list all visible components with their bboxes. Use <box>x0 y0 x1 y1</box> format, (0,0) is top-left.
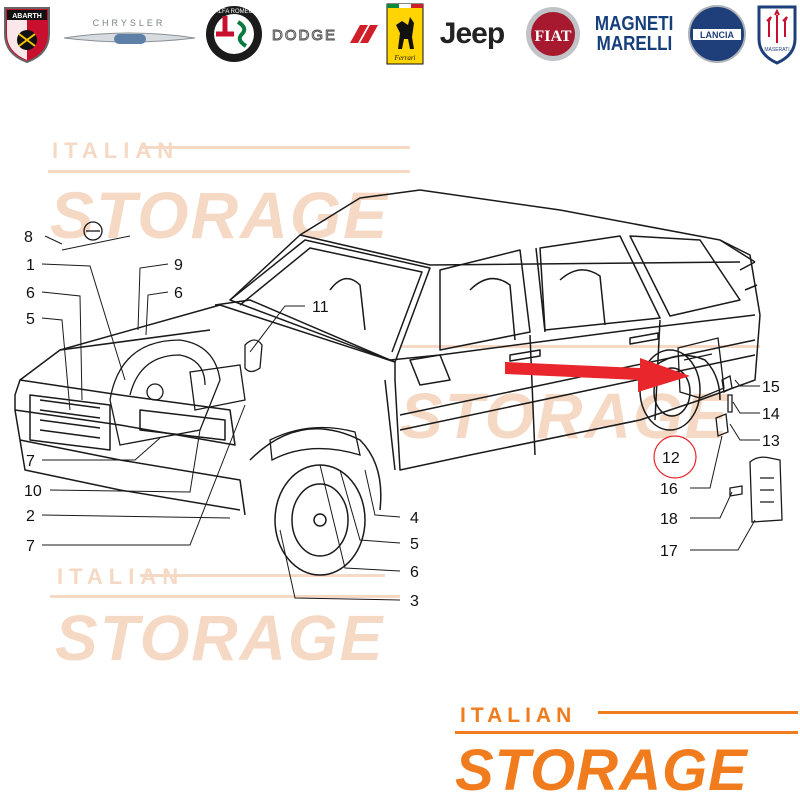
fiat-wordmark: FIAT <box>534 28 571 45</box>
callout-5a: 5 <box>26 311 35 328</box>
callout-7a: 7 <box>26 453 35 470</box>
highlight-circle <box>653 435 697 479</box>
callout-3: 3 <box>410 593 419 610</box>
watermark-top: ITALIAN STORAGE <box>48 138 410 252</box>
alfa-romeo-logo: ALFA ROMEO <box>203 4 265 64</box>
abarth-wordmark: ABARTH <box>12 13 42 20</box>
callout-4: 4 <box>410 510 419 527</box>
rear-mudflap-parts <box>677 337 783 523</box>
callout-numbers: 8 1 6 5 9 6 11 7 10 2 7 4 5 6 3 15 14 13… <box>24 229 780 610</box>
callout-16: 16 <box>660 481 678 498</box>
chrysler-logo: CHRYSLER <box>62 4 197 64</box>
watermark-bottom: ITALIAN STORAGE <box>50 564 400 674</box>
callout-15: 15 <box>762 379 780 396</box>
magneti-wordmark: MAGNETI <box>594 13 674 35</box>
brand-logo-bar: ABARTH CHRYSLER ALFA ROMEO DODGE <box>0 0 800 70</box>
parts-diagram: ITALIAN STORAGE STORAGE ITALIAN STORAGE <box>14 138 783 674</box>
ferrari-logo: Ferrari <box>385 3 425 65</box>
callout-7b: 7 <box>26 538 35 555</box>
marelli-wordmark: MARELLI <box>596 33 672 55</box>
callout-14: 14 <box>762 406 780 423</box>
callout-6c: 6 <box>410 564 419 581</box>
callout-1: 1 <box>26 257 35 274</box>
callout-6a: 6 <box>26 285 35 302</box>
watermark-bottom-line2: STORAGE <box>55 602 385 674</box>
footer-logo-line2: STORAGE <box>455 738 749 800</box>
dodge-logo: DODGE <box>270 4 380 64</box>
callout-5b: 5 <box>410 536 419 553</box>
abarth-logo: ABARTH <box>0 4 54 64</box>
watermark-top-line2: STORAGE <box>50 178 389 252</box>
watermark-top-line1: ITALIAN <box>52 138 179 163</box>
dodge-wordmark: DODGE <box>272 27 337 44</box>
callout-13: 13 <box>762 433 780 450</box>
callout-6b: 6 <box>174 285 183 302</box>
callout-8: 8 <box>24 229 33 246</box>
callout-17: 17 <box>660 543 678 560</box>
alfa-romeo-wordmark: ALFA ROMEO <box>215 9 254 15</box>
maserati-logo: MASERATI <box>754 4 800 65</box>
ferrari-wordmark: Ferrari <box>394 54 416 62</box>
jeep-logo: Jeep <box>439 17 505 50</box>
callout-18: 18 <box>660 511 678 528</box>
leader-lines <box>41 235 760 601</box>
lancia-logo: LANCIA <box>686 4 748 64</box>
callout-2: 2 <box>26 508 35 525</box>
callout-12: 12 <box>662 450 680 467</box>
footer-logo-line1: ITALIAN <box>460 704 576 727</box>
chrysler-wordmark: CHRYSLER <box>93 18 166 28</box>
italian-storage-logo: ITALIAN STORAGE <box>455 704 798 800</box>
fiat-logo: FIAT <box>524 4 582 64</box>
callout-11: 11 <box>312 299 329 316</box>
callout-10: 10 <box>24 483 42 500</box>
callout-9: 9 <box>174 257 183 274</box>
magneti-marelli-logo: MAGNETI MARELLI <box>588 4 680 64</box>
lancia-wordmark: LANCIA <box>700 30 734 40</box>
highlight-arrow <box>505 358 690 392</box>
maserati-wordmark: MASERATI <box>764 47 789 53</box>
